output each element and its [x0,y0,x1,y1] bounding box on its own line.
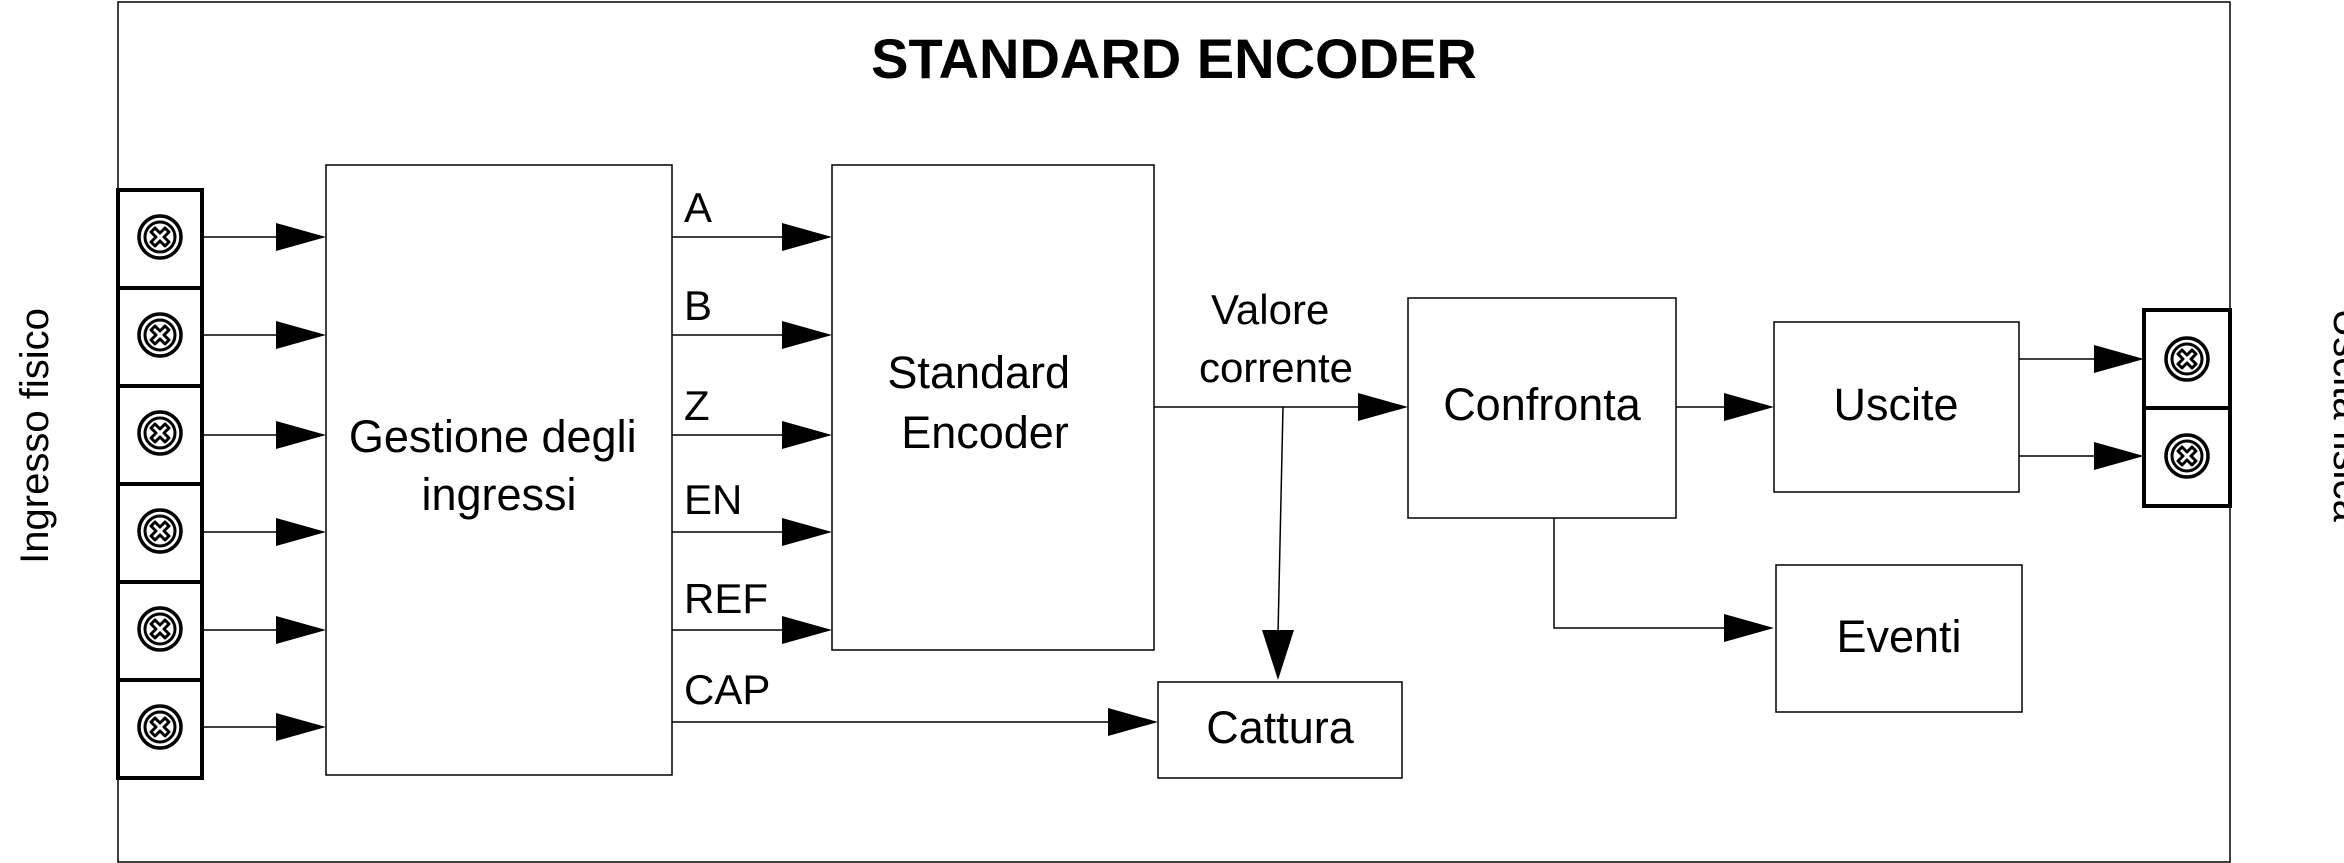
input-screw-terminal-icon [137,704,183,750]
standard-encoder-label: Standard Encoder [887,347,1082,458]
input-screw-terminal-icon [137,410,183,456]
input-screw-terminal-icon [137,214,183,260]
capture-label: Cattura [1206,702,1355,753]
input-screw-terminal-icon [137,312,183,358]
signal-lines [672,223,1158,736]
signal-label-ref: REF [684,575,768,622]
events-block [1775,564,2023,713]
input-screw-terminal-icon [137,606,183,652]
input-screw-terminal-icon [137,508,183,554]
capture-block [1157,681,1403,779]
input-manager-block [325,164,673,776]
input-terminal-strip [116,188,204,780]
output-terminal-strip [2142,308,2232,508]
signal-label-z: Z [684,382,710,429]
signal-label-a: A [684,184,712,231]
output-side-label: Uscita fisica [2325,308,2344,522]
input-manager-label: Gestione degli ingressi [349,411,649,520]
signal-label-en: EN [684,476,742,523]
output-arrows [2019,345,2144,470]
standard-encoder-block [831,164,1155,651]
current-value-line [1154,393,1408,680]
current-value-label: Valore corrente [1199,286,1353,391]
input-side-label: Ingresso fisico [13,308,57,564]
input-arrows [202,223,326,741]
signal-label-cap: CAP [684,666,770,713]
output-screw-terminal-icon [2164,336,2210,382]
output-screw-terminal-icon [2164,433,2210,479]
compare-output-lines [1553,393,1774,642]
compare-label: Confronta [1443,379,1642,430]
signal-label-b: B [684,282,712,329]
events-label: Eventi [1836,611,1961,662]
diagram-title: STANDARD ENCODER [871,27,1477,90]
outputs-label: Uscite [1833,379,1958,430]
outputs-block [1773,321,2020,493]
compare-block [1407,297,1677,519]
